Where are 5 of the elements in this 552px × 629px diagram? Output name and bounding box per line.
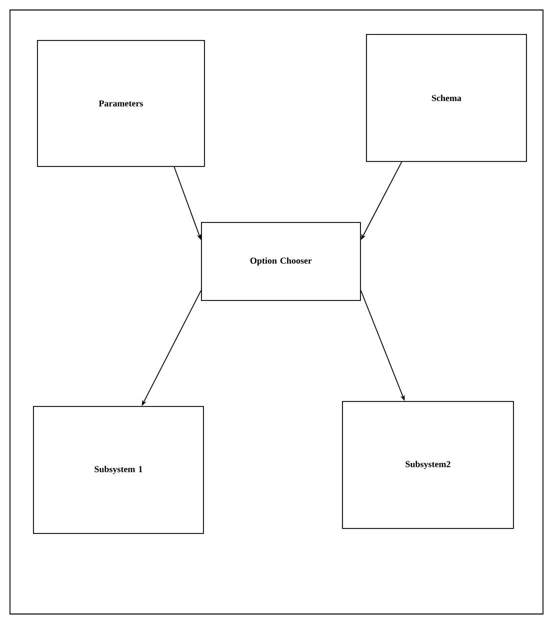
process-box: Schema xyxy=(366,34,527,162)
process-box: Option Chooser xyxy=(201,222,361,301)
process-box: Parameters xyxy=(37,40,205,167)
process-box: Subsystem2 xyxy=(342,401,514,529)
process-box: Subsystem 1 xyxy=(33,406,204,534)
